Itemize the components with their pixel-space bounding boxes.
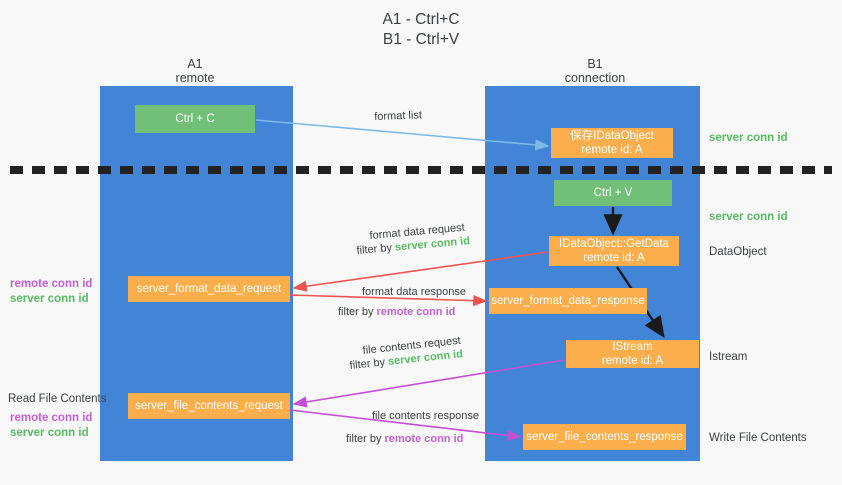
filter-prefix: filter by: [346, 433, 385, 445]
box-idataobject[interactable]: 保存IDataObject remote id: A: [551, 128, 673, 158]
box-server-file-contents-response[interactable]: server_file_contents_response: [523, 424, 686, 450]
filter-prefix: filter by: [356, 241, 396, 257]
box-server-file-contents-request[interactable]: server_file_contents_request: [128, 393, 290, 419]
page-title: A1 - Ctrl+C B1 - Ctrl+V: [382, 11, 460, 48]
box-server-format-data-response[interactable]: server_format_data_response: [489, 288, 647, 314]
label-file-contents-response-filter: filter by remote conn id: [346, 432, 463, 447]
box-ctrl-c[interactable]: Ctrl + C: [135, 105, 255, 133]
label-format-list: format list: [374, 109, 423, 123]
label-format-data-response-filter: filter by remote conn id: [338, 305, 455, 320]
dashed-divider: [10, 166, 832, 174]
annotation-conn-ids-lower: remote conn id server conn id: [10, 411, 92, 441]
annotation-write-file-contents: Write File Contents: [709, 432, 807, 444]
arrow-file-contents-request: [292, 359, 565, 408]
annotation-conn-ids-upper: remote conn id server conn id: [10, 277, 92, 307]
annotation-dataobject: DataObject: [709, 246, 767, 258]
annotation-server-conn-id-mid: server conn id: [709, 211, 788, 223]
lane-header-b1: B1 connection: [564, 57, 626, 85]
filter-key-remote-conn-id: remote conn id: [376, 306, 456, 318]
box-ctrl-v[interactable]: Ctrl + V: [554, 180, 672, 206]
label-format-data-response: format data response: [362, 286, 466, 298]
lane-header-a1: A1 remote: [175, 57, 215, 85]
annotation-server-conn-id-top: server conn id: [709, 132, 788, 144]
annotation-remote-conn-id-upper: remote conn id: [10, 278, 93, 290]
arrow-format-list: [255, 119, 550, 151]
filter-key-remote-conn-id: remote conn id: [384, 433, 464, 445]
annotation-remote-conn-id-lower: remote conn id: [10, 412, 93, 424]
arrow-file-contents-response: [289, 409, 522, 442]
box-istream[interactable]: IStream remote id: A: [566, 340, 699, 368]
annotation-istream: Istream: [709, 351, 748, 363]
arrow-format-data-response: [289, 294, 488, 307]
box-server-format-data-request[interactable]: server_format_data_request: [128, 276, 290, 302]
annotation-read-file-contents: Read File Contents: [8, 393, 107, 405]
filter-prefix: filter by: [338, 306, 377, 318]
annotation-server-conn-id-lower: server conn id: [10, 427, 89, 439]
label-file-contents-response: file contents response: [372, 410, 480, 422]
box-idataobject-getdata[interactable]: IDataObject::GetData remote id: A: [549, 236, 679, 266]
arrow-format-data-request: [292, 251, 549, 292]
annotation-server-conn-id-upper: server conn id: [10, 293, 89, 305]
filter-prefix: filter by: [349, 355, 389, 372]
